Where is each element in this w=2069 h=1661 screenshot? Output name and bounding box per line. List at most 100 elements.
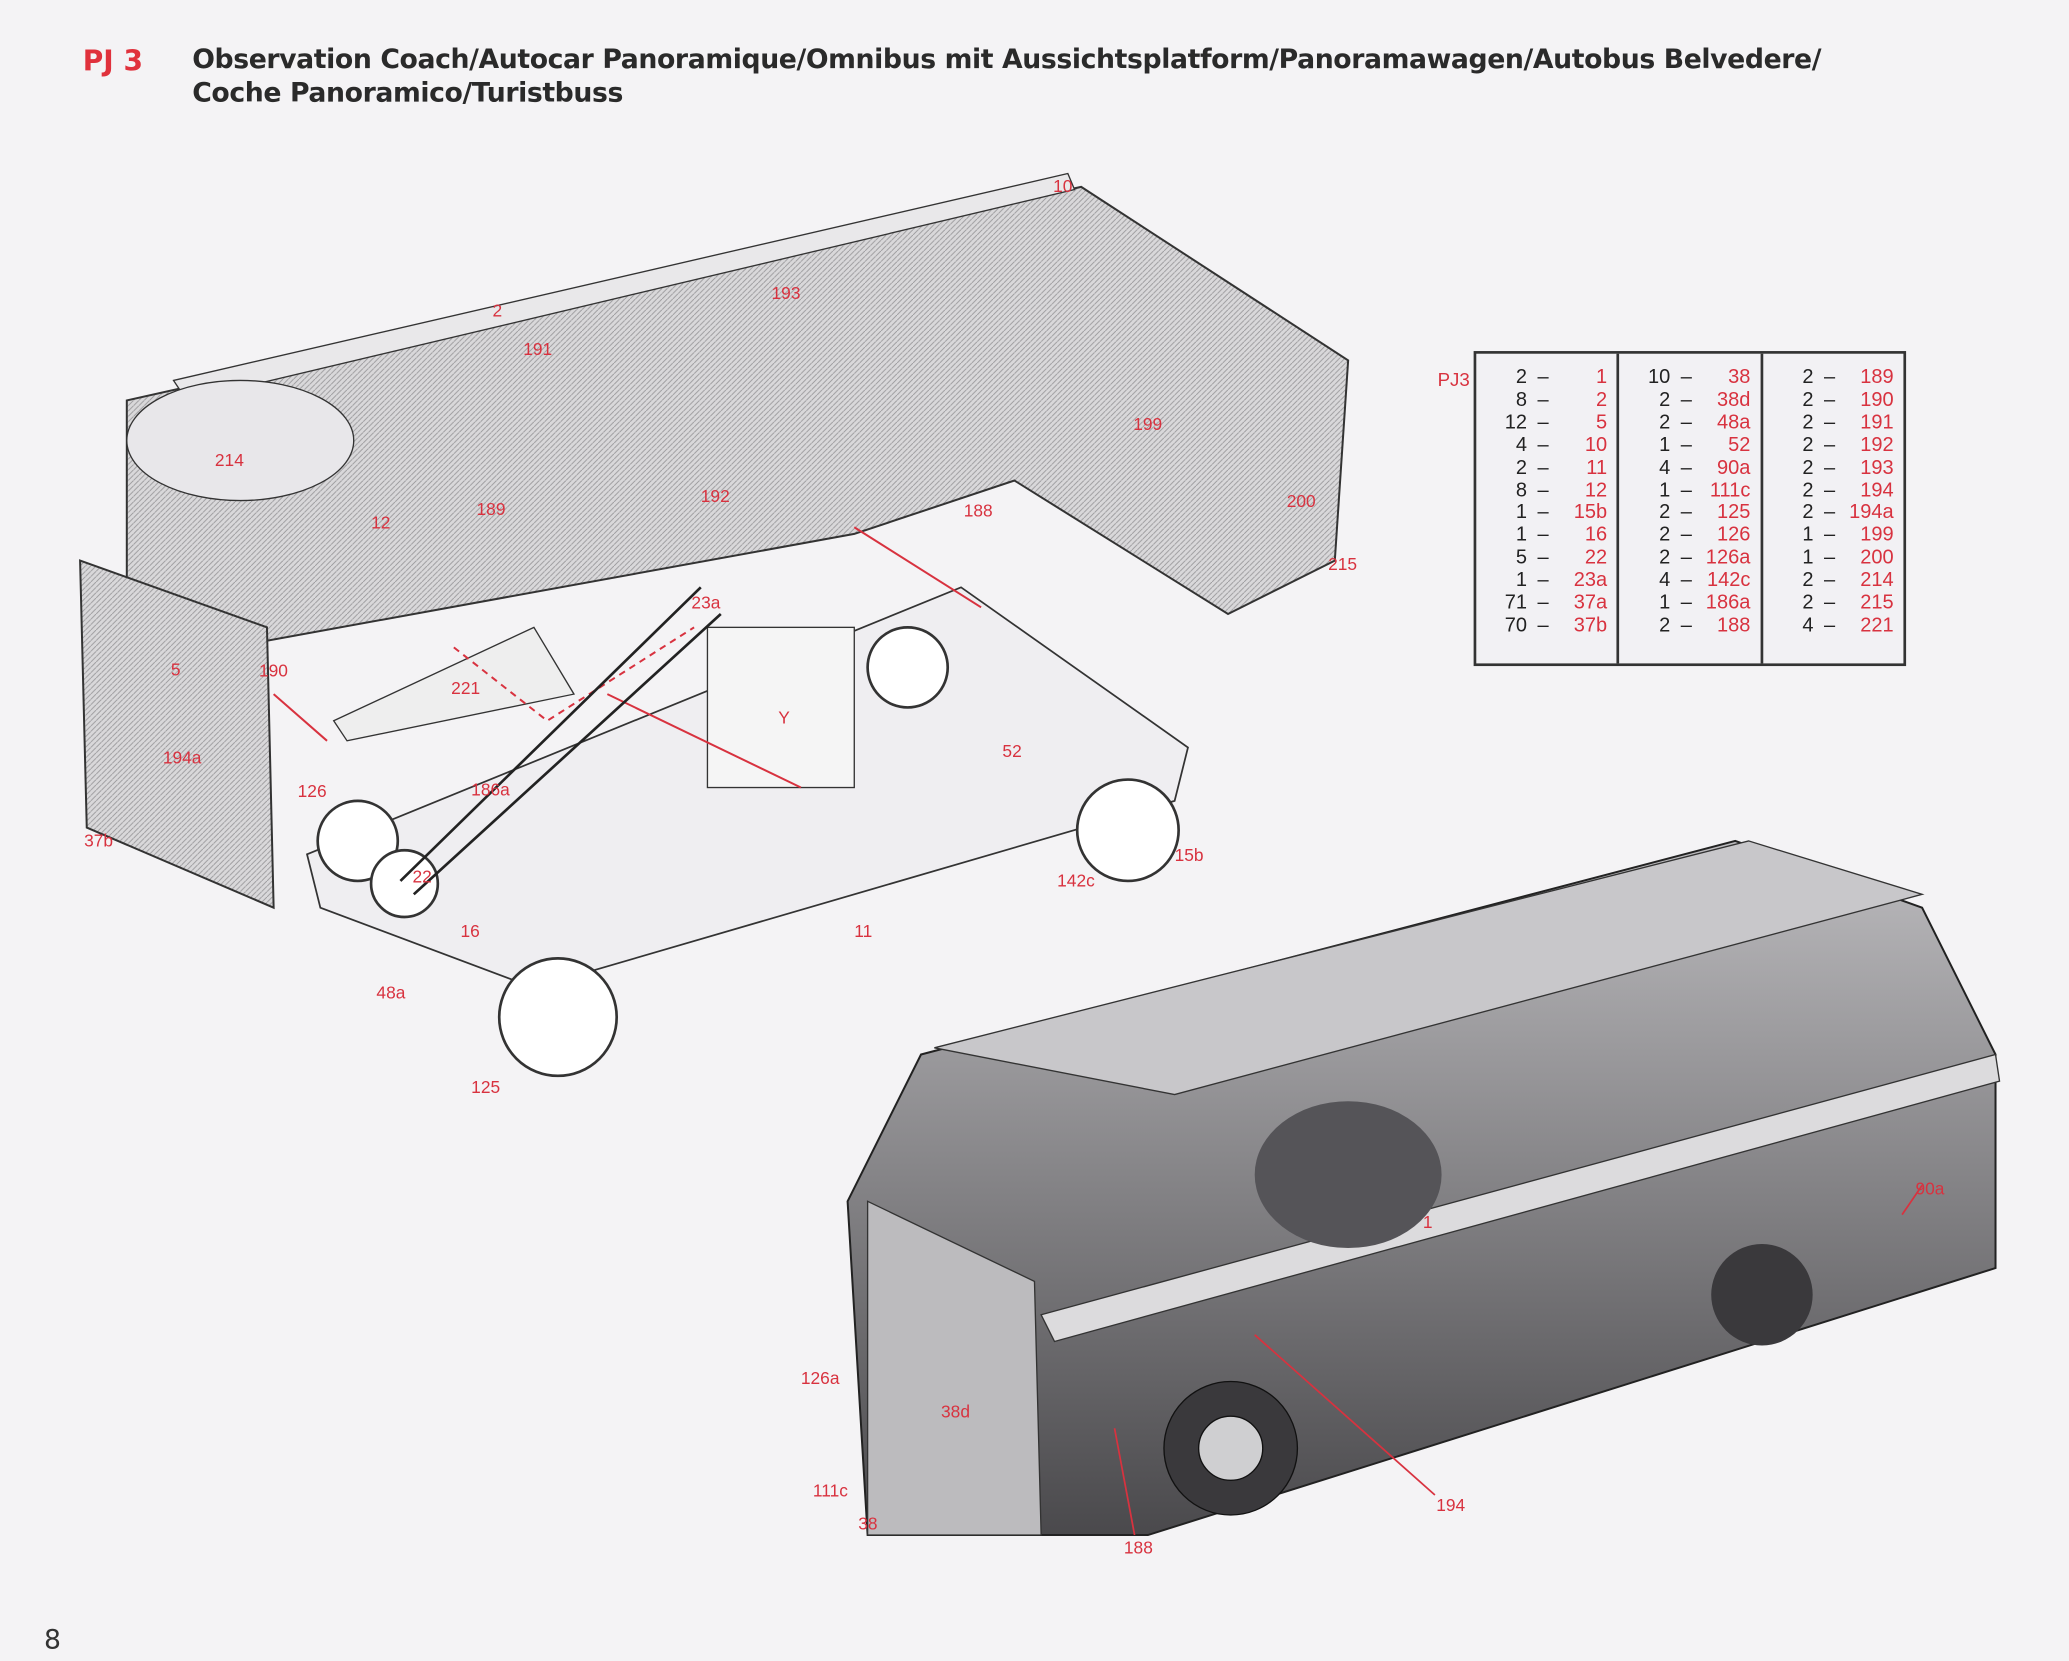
separator: –	[1823, 433, 1836, 457]
part-quantity: 1	[1515, 523, 1528, 547]
callout-label: 199	[1133, 413, 1163, 434]
separator: –	[1537, 433, 1549, 457]
part-quantity: 2	[1802, 433, 1814, 457]
callout-label: 5	[170, 659, 181, 680]
callout-label: 200	[1286, 491, 1316, 512]
part-quantity: 1	[1659, 478, 1671, 502]
part-quantity: 10	[1647, 365, 1671, 389]
part-number: 11	[1586, 456, 1608, 479]
part-quantity: 5	[1515, 546, 1528, 569]
part-quantity: 2	[1802, 591, 1814, 615]
separator: –	[1823, 613, 1836, 637]
part-quantity: 4	[1659, 568, 1671, 592]
parts-row: 2–1	[1476, 366, 1617, 390]
part-number: 15b	[1573, 501, 1608, 524]
part-number: 190	[1860, 388, 1894, 411]
part-number: 192	[1860, 433, 1894, 457]
callout-label: 38	[858, 1513, 878, 1534]
parts-row: 2–48a	[1620, 410, 1761, 435]
parts-row: 2– 190	[1763, 388, 1904, 413]
part-quantity: 2	[1659, 523, 1671, 547]
parts-row: 2–194a	[1763, 501, 1904, 525]
part-quantity: 8	[1515, 388, 1528, 411]
parts-row: 1–111c	[1620, 478, 1761, 503]
callout-label: 126a	[800, 1368, 840, 1389]
parts-row: 2–192	[1763, 433, 1904, 458]
separator: –	[1823, 388, 1836, 411]
callout-label: 192	[700, 485, 730, 506]
parts-row: 70–37b	[1476, 614, 1617, 638]
separator: –	[1823, 365, 1836, 389]
title-line-1: Observation Coach/Autocar Panoramique/Om…	[192, 42, 1822, 75]
callout-label: 191	[523, 339, 553, 360]
part-number: 142c	[1706, 568, 1751, 592]
part-quantity: 2	[1802, 501, 1814, 524]
separator: –	[1680, 478, 1692, 502]
callout-label: 10	[1053, 176, 1073, 197]
page-title: Observation Coach/Autocar Panoramique/Om…	[192, 43, 1821, 110]
part-quantity: 2	[1659, 613, 1671, 637]
separator: –	[1537, 591, 1549, 615]
callout-label: 111c	[812, 1480, 848, 1501]
parts-row: 2–126a	[1620, 546, 1761, 571]
part-number: 188	[1716, 613, 1751, 637]
callout-label: 11	[854, 921, 873, 942]
parts-row: 8–12	[1476, 478, 1617, 503]
callout-label: 188	[963, 500, 993, 521]
callout-label: 52	[1002, 740, 1022, 761]
parts-row: 2–214	[1763, 568, 1904, 593]
callout-label: 189	[476, 499, 506, 520]
callout-label: 194	[1436, 1494, 1466, 1515]
callout-label: 126	[297, 780, 327, 801]
part-number: 125	[1716, 501, 1751, 524]
separator: –	[1680, 433, 1692, 457]
part-quantity: 2	[1659, 546, 1671, 569]
parts-row: 1–16	[1476, 523, 1617, 548]
separator: –	[1823, 410, 1836, 434]
separator: –	[1823, 478, 1836, 502]
callout-label: 48a	[376, 982, 406, 1003]
callout-label: 214	[214, 449, 244, 470]
part-quantity: 4	[1802, 613, 1814, 637]
callout-label: 221	[451, 678, 481, 699]
separator: –	[1680, 456, 1692, 479]
part-quantity: 4	[1515, 433, 1528, 457]
separator: –	[1823, 568, 1836, 592]
part-number: 194	[1860, 478, 1894, 502]
separator: –	[1537, 410, 1549, 434]
part-number: 38d	[1716, 388, 1751, 411]
part-number: 2	[1595, 388, 1608, 411]
part-number: 48a	[1716, 410, 1751, 434]
callout-label: 15b	[1174, 844, 1204, 865]
parts-row: 12–5	[1476, 410, 1617, 435]
part-number: 214	[1860, 568, 1894, 592]
separator: –	[1823, 546, 1836, 569]
part-quantity: 2	[1802, 388, 1814, 411]
separator: –	[1680, 501, 1692, 524]
parts-row: 2–11	[1476, 456, 1617, 480]
part-quantity: 12	[1504, 410, 1528, 434]
part-quantity: 2	[1515, 456, 1528, 479]
part-quantity: 1	[1515, 501, 1528, 524]
parts-row: 1–15b	[1476, 501, 1617, 525]
separator: –	[1823, 501, 1836, 524]
part-number: 186a	[1705, 591, 1751, 615]
part-quantity: 1	[1659, 591, 1671, 615]
part-quantity: 2	[1659, 388, 1671, 411]
part-quantity: 1	[1515, 568, 1528, 592]
parts-row: 5–22	[1476, 546, 1617, 571]
title-line-2: Coche Panoramico/Turistbuss	[192, 76, 623, 109]
part-number: 12	[1584, 478, 1608, 502]
part-quantity: 1	[1802, 546, 1814, 569]
separator: –	[1537, 546, 1549, 569]
exploded-chassis-drawing	[79, 172, 1350, 1078]
part-number: 215	[1860, 591, 1894, 615]
parts-row: 4–10	[1476, 433, 1617, 458]
separator: –	[1680, 388, 1692, 411]
callout-label: 90a	[1915, 1178, 1945, 1199]
part-quantity: 2	[1802, 410, 1814, 434]
parts-row: 2–188	[1620, 613, 1761, 638]
callout-label: 37b	[84, 830, 114, 851]
separator: –	[1680, 410, 1692, 434]
